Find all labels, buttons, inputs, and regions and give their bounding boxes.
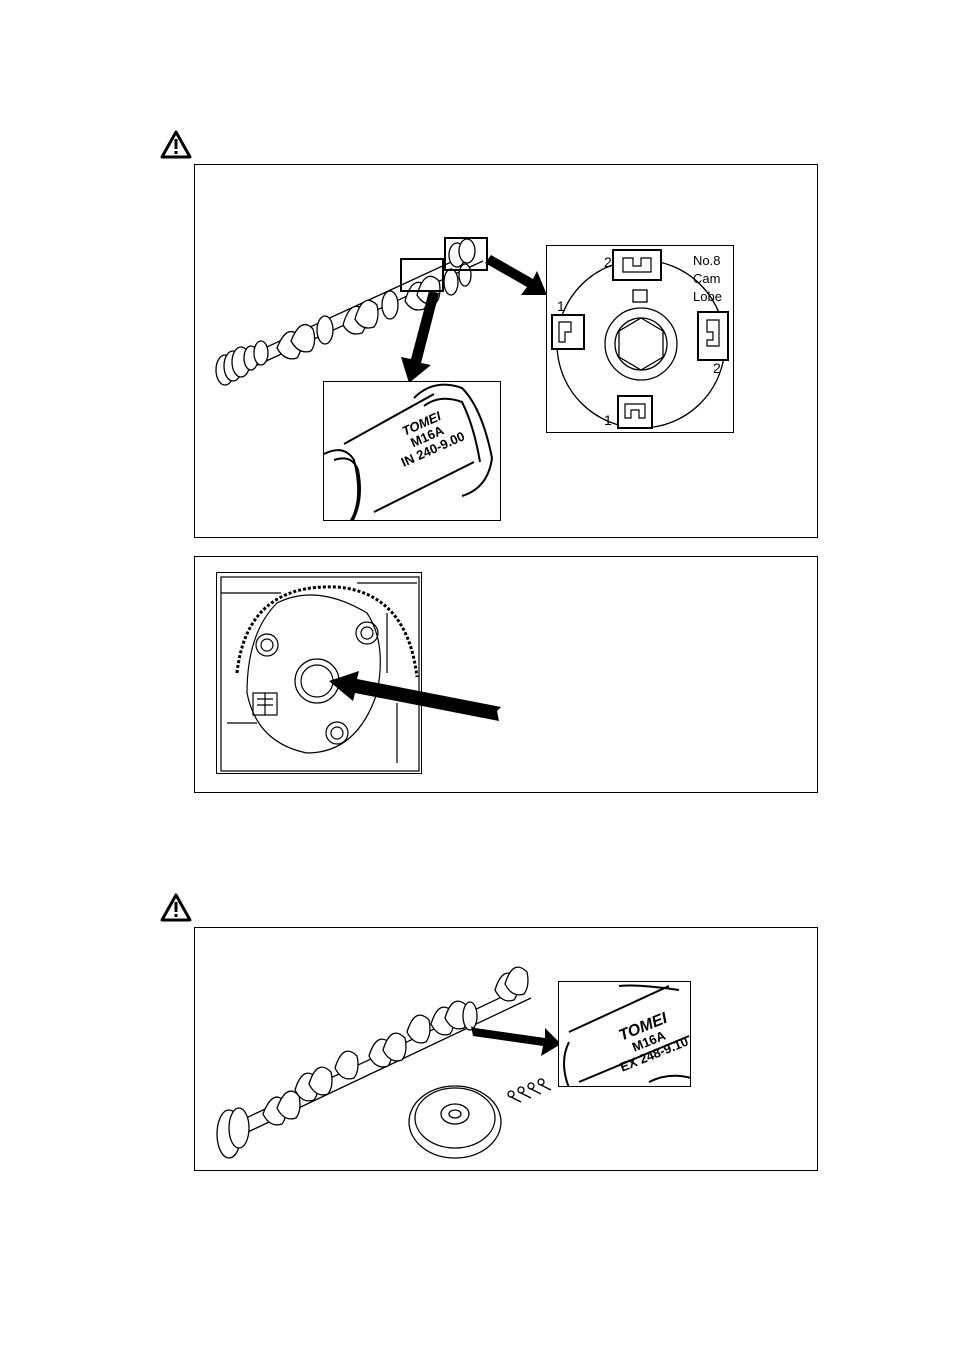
arrow-to-sprocket-inset	[485, 255, 547, 295]
cam-lobe-label: No.8 Cam Lobe	[693, 252, 722, 306]
warning-icon-top	[160, 130, 192, 160]
exhaust-camshaft-panel: TOMEI M16A EX 248-9.10	[194, 927, 818, 1171]
exhaust-camshaft-drawing	[216, 966, 561, 1159]
cam-lobe-label-line3: Lobe	[693, 289, 722, 304]
sprocket-alignment-inset: 1 2 1 2 No.8 Cam Lobe	[546, 245, 734, 433]
exhaust-stamp-drawing	[563, 984, 690, 1086]
arrow-to-sprocket-center	[329, 671, 501, 721]
callout-1-bottom: 1	[604, 412, 612, 428]
warning-triangle-icon	[160, 130, 192, 159]
callout-2-right: 2	[713, 360, 721, 376]
intake-camshaft-drawing	[215, 237, 547, 386]
engine-sprocket-drawing	[220, 576, 420, 772]
callout-1-left: 1	[557, 298, 565, 314]
cam-lobe-label-line1: No.8	[693, 253, 721, 268]
sprocket-drawing	[551, 249, 729, 429]
engine-sprocket-inset	[216, 572, 422, 774]
intake-camshaft-panel: TOMEI M16A IN 240-9.00	[194, 164, 818, 538]
arrow-to-stamp-inset	[401, 291, 439, 383]
intake-stamp-inset: TOMEI M16A IN 240-9.00	[323, 381, 501, 521]
exhaust-stamp-inset: TOMEI M16A EX 248-9.10	[558, 981, 691, 1087]
callout-2-top: 2	[604, 254, 612, 270]
arrow-to-exhaust-stamp	[471, 1026, 561, 1056]
warning-triangle-icon	[160, 893, 192, 922]
warning-icon-bottom	[160, 893, 192, 923]
cam-lobe-label-line2: Cam	[693, 271, 721, 286]
intake-stamp-drawing	[324, 383, 494, 520]
engine-sprocket-panel	[194, 556, 818, 793]
